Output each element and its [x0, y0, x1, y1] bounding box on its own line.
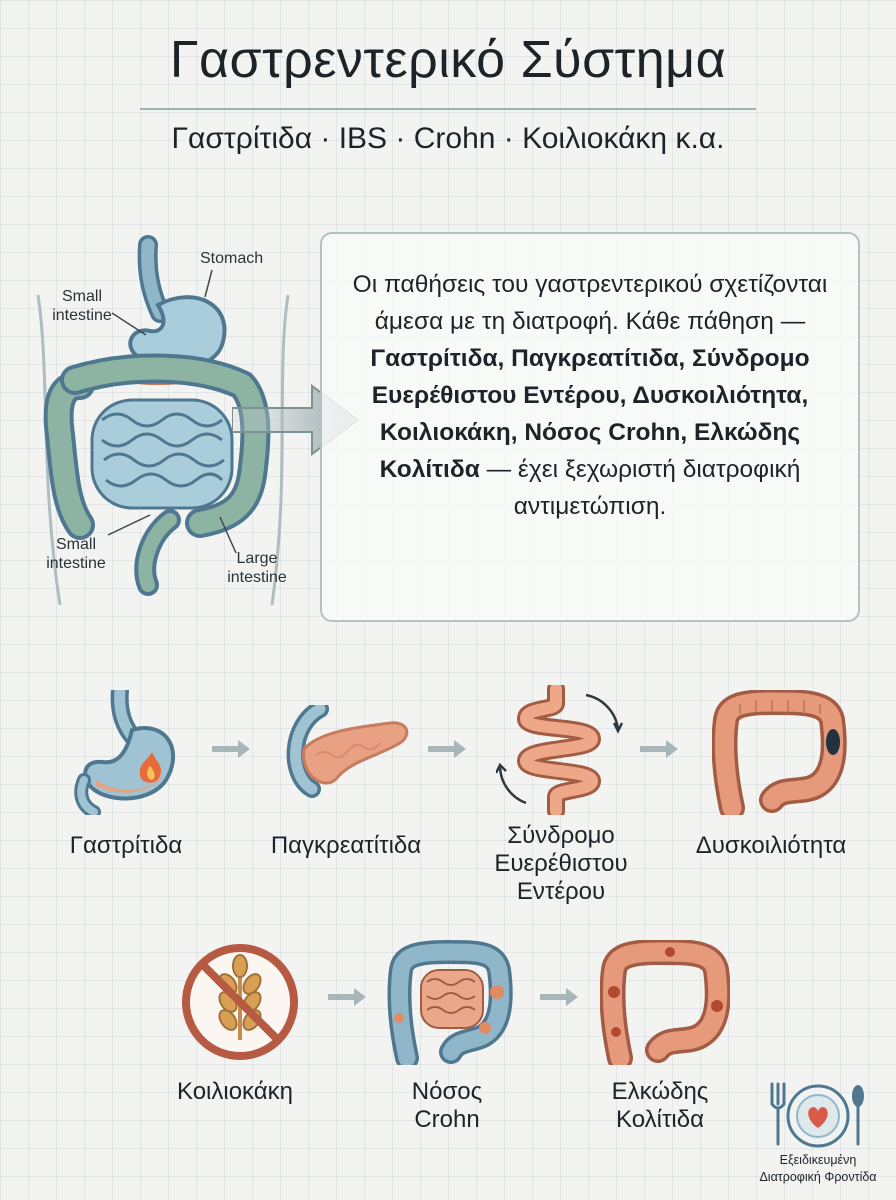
label-pancreatitis: Παγκρεατίτιδα	[270, 832, 422, 859]
title-divider	[140, 108, 756, 110]
label-small-intestine-top: Small intestine	[52, 288, 112, 324]
page-title: Γαστρεντερικό Σύστημα	[169, 31, 727, 89]
callout-conditions: Γαστρίτιδα, Παγκρεατίτιδα, Σύνδρομο Ευερ…	[370, 345, 810, 483]
label-stomach: Stomach	[200, 250, 264, 267]
flow-arrow-icon	[212, 740, 250, 758]
label-colitis: Ελκώδης Κολίτιδα	[611, 1078, 709, 1133]
flow-arrow-icon	[640, 740, 678, 758]
plate-heart-icon	[770, 1082, 864, 1148]
label-ibs: Σύνδρομο Ευερέθιστου Εντέρου	[494, 822, 628, 905]
label-large-intestine: Large intestine	[227, 550, 287, 586]
flow-arrow-icon	[328, 988, 366, 1006]
inflamed-stomach-icon	[74, 690, 176, 815]
brand-logo: Εξειδικευμένη Διατροφική Φροντίδα	[750, 1078, 886, 1188]
label-crohn: Νόσος Crohn	[411, 1078, 483, 1133]
gluten-free-icon	[182, 944, 298, 1060]
label-gastritis: Γαστρίτιδα	[69, 832, 183, 859]
callout-intro: Οι παθήσεις του γαστρεντερικού σχετίζοντ…	[352, 271, 828, 335]
ulcerative-colon-icon	[600, 940, 730, 1065]
callout-text: Οι παθήσεις του γαστρεντερικού σχετίζοντ…	[338, 266, 842, 525]
page-subtitle: Γαστρίτιδα · IBS · Crohn · Κοιλιοκάκη κ.…	[171, 122, 725, 155]
label-celiac: Κοιλιοκάκη	[176, 1078, 293, 1105]
colon-blockage-icon	[712, 690, 847, 815]
flow-arrow-icon	[540, 988, 578, 1006]
info-callout: Οι παθήσεις του γαστρεντερικού σχετίζοντ…	[320, 232, 860, 622]
brand-tagline: Εξειδικευμένη Διατροφική Φροντίδα	[759, 1153, 877, 1184]
label-constipation: Δυσκοιλιότητα	[695, 832, 847, 859]
crohn-intestine-icon	[387, 940, 513, 1065]
irritable-bowel-icon	[496, 685, 624, 815]
label-small-intestine-bottom: Small intestine	[46, 536, 106, 572]
pancreas-icon	[286, 705, 409, 798]
flow-arrow-icon	[428, 740, 466, 758]
callout-outro: — έχει ξεχωριστή διατροφική αντιμετώπιση…	[479, 456, 801, 520]
